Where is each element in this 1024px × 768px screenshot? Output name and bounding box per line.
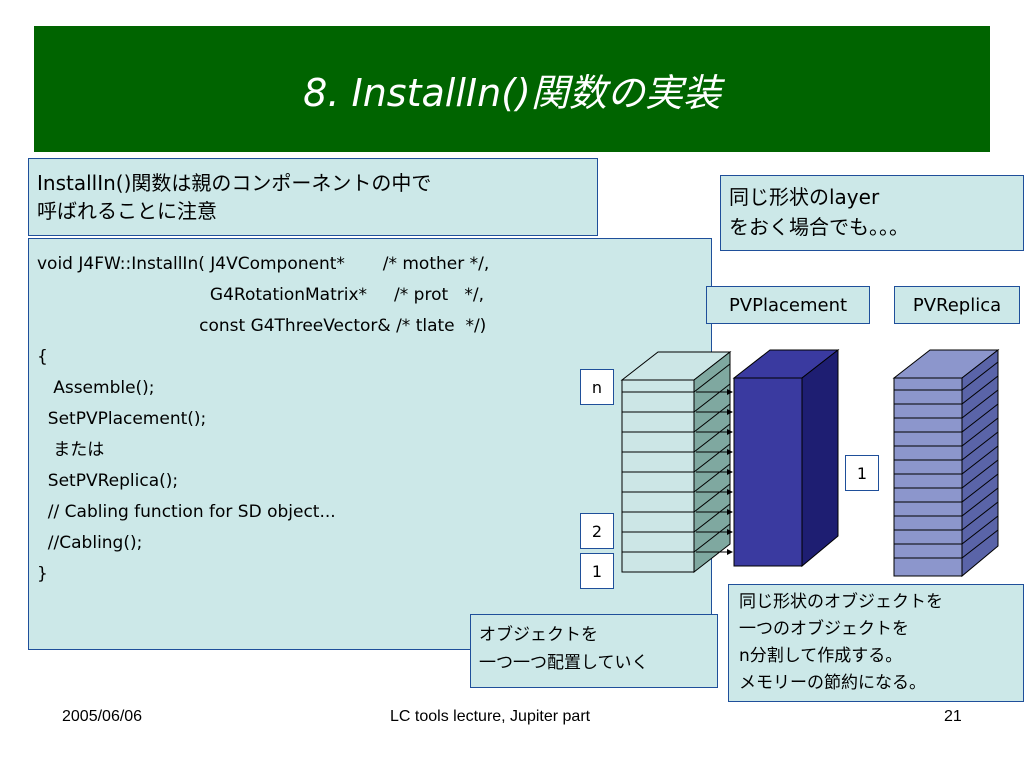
- layer-label-1: 1: [580, 553, 614, 589]
- code-line: // Cabling function for SD object...: [37, 502, 336, 522]
- code-line: void J4FW::InstallIn( J4VComponent* /* m…: [37, 254, 490, 274]
- footer-page-number: 21: [944, 708, 962, 725]
- note-line: n分割して作成する。: [739, 646, 903, 666]
- replica-front-face: [893, 377, 963, 577]
- stack-layer-lines: [622, 363, 731, 553]
- note-line: オブジェクトを: [479, 625, 598, 645]
- placement-volume: [732, 348, 840, 568]
- replica-side-face: [961, 348, 999, 578]
- slide-title: 8. InstallIn()関数の実装: [303, 70, 721, 115]
- volume-diagram: [620, 348, 1000, 578]
- code-line: SetPVReplica();: [37, 471, 179, 491]
- note-line: 同じ形状のlayer: [729, 185, 880, 209]
- note-line: をおく場合でも。。。: [729, 215, 909, 239]
- placement-note: オブジェクトを 一つ一つ配置していく: [470, 614, 718, 688]
- placement-count-label: 1: [845, 455, 879, 491]
- title-bar: 8. InstallIn()関数の実装: [34, 26, 990, 152]
- code-line: }: [37, 564, 48, 584]
- replica-note: 同じ形状のオブジェクトを 一つのオブジェクトを n分割して作成する。 メモリーの…: [728, 584, 1024, 702]
- note-line: 呼ばれることに注意: [37, 199, 217, 223]
- placement-side-face: [801, 348, 839, 568]
- note-line: 一つ一つ配置していく: [479, 653, 649, 673]
- code-line: const G4ThreeVector& /* tlate */): [37, 316, 487, 336]
- note-line: InstallIn()関数は親のコンポーネントの中で: [37, 171, 432, 195]
- replica-volume: [892, 348, 1000, 578]
- code-line: //Cabling();: [37, 533, 143, 553]
- code-line: G4RotationMatrix* /* prot */,: [37, 285, 484, 305]
- footer-title: LC tools lecture, Jupiter part: [390, 708, 591, 725]
- stack-side-face: [693, 350, 731, 574]
- placement-stack: [620, 350, 733, 574]
- placement-front-face: [733, 377, 803, 567]
- installin-note: InstallIn()関数は親のコンポーネントの中で 呼ばれることに注意: [28, 158, 598, 236]
- code-line: SetPVPlacement();: [37, 409, 207, 429]
- pvreplica-label: PVReplica: [894, 286, 1020, 324]
- footer-date: 2005/06/06: [62, 708, 143, 725]
- stack-arrows: [696, 389, 733, 555]
- note-line: メモリーの節約になる。: [739, 673, 926, 693]
- layer-label-n: n: [580, 369, 614, 405]
- replica-division-lines: [894, 361, 999, 559]
- layer-label-2: 2: [580, 513, 614, 549]
- code-line: Assemble();: [37, 378, 155, 398]
- note-line: 同じ形状のオブジェクトを: [739, 592, 943, 612]
- code-line: {: [37, 347, 48, 367]
- stack-front-face: [621, 379, 695, 573]
- code-block: void J4FW::InstallIn( J4VComponent* /* m…: [28, 238, 712, 650]
- layer-note: 同じ形状のlayer をおく場合でも。。。: [720, 175, 1024, 251]
- note-line: 一つのオブジェクトを: [739, 619, 909, 639]
- code-line: または: [37, 440, 105, 460]
- pvplacement-label: PVPlacement: [706, 286, 870, 324]
